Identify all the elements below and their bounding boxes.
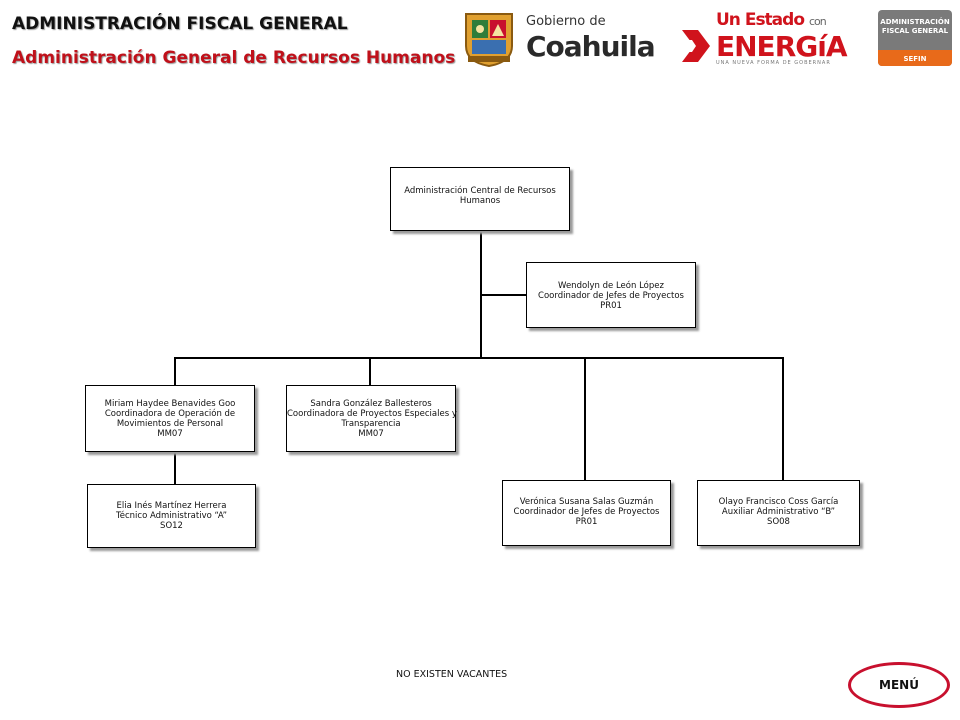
org-node-veronica: Verónica Susana Salas Guzmán Coordinador… (502, 480, 671, 546)
sefin-line3: SEFIN (903, 55, 927, 63)
org-node-text: Auxiliar Administrativo “B” (721, 507, 836, 517)
org-node-text: MM07 (157, 429, 183, 439)
connector-to-sandra (369, 357, 371, 385)
org-node-miriam: Miriam Haydee Benavides Goo Coordinadora… (85, 385, 255, 452)
coahuila-seal-logo (465, 13, 513, 68)
org-node-text: Coordinador de Jefes de Proyectos (538, 291, 684, 301)
connector-miriam-to-elia (174, 452, 176, 484)
gobierno-coahuila-logo: Gobierno de Coahuila (526, 14, 656, 68)
sefin-line1: ADMINISTRACIÓN (880, 18, 950, 26)
energia-logo-line1b: con (808, 15, 827, 28)
sefin-logo: ADMINISTRACIÓN FISCAL GENERAL SEFIN (878, 10, 952, 66)
connector-to-miriam (174, 357, 176, 385)
gobierno-logo-line1: Gobierno de (526, 14, 606, 29)
org-node-text: Coordinadora de Operación de (104, 409, 236, 419)
org-node-text: Olayo Francisco Coss García (718, 497, 839, 507)
gobierno-logo-line2: Coahuila (526, 30, 656, 63)
org-node-text: Administración Central de Recursos (404, 186, 556, 196)
sefin-logo-text: ADMINISTRACIÓN FISCAL GENERAL (878, 18, 952, 36)
connector-to-veronica (584, 357, 586, 480)
org-node-wendolyn: Wendolyn de León López Coordinador de Je… (526, 262, 696, 328)
org-node-olayo: Olayo Francisco Coss García Auxiliar Adm… (697, 480, 860, 546)
sefin-logo-bar (878, 50, 952, 66)
energia-logo-line1: Un Estado con (716, 10, 827, 30)
page-subtitle: Administración General de Recursos Human… (12, 48, 456, 68)
energia-arrow-icon (682, 30, 710, 62)
org-node-text: PR01 (575, 517, 598, 527)
org-node-text: Coordinador de Jefes de Proyectos (513, 507, 660, 517)
org-node-text: MM07 (358, 429, 384, 439)
org-node-text: Técnico Administrativo “A” (116, 511, 227, 521)
org-node-text: SO12 (160, 521, 183, 531)
energia-logo-line1a: Un Estado (716, 10, 805, 30)
org-node-text: Movimientos de Personal (116, 419, 224, 429)
org-node-text: Verónica Susana Salas Guzmán (519, 497, 654, 507)
sefin-line2: FISCAL GENERAL (881, 27, 949, 35)
org-node-text: Wendolyn de León López (558, 281, 664, 291)
vacancies-note: NO EXISTEN VACANTES (396, 669, 508, 680)
org-node-text: Sandra González Ballesteros (310, 399, 432, 409)
org-node-sandra: Sandra González Ballesteros Coordinadora… (286, 385, 457, 452)
energia-logo-tagline: UNA NUEVA FORMA DE GOBERNAR (716, 60, 831, 66)
energia-logo-line2: ENERGíA (716, 30, 847, 63)
connector-horizontal-bar (174, 357, 784, 359)
page-title: ADMINISTRACIÓN FISCAL GENERAL (12, 14, 348, 34)
org-node-text: Elia Inés Martínez Herrera (116, 501, 227, 511)
org-node-text: PR01 (600, 301, 622, 311)
org-node-elia: Elia Inés Martínez Herrera Técnico Admin… (87, 484, 256, 548)
org-node-text: Humanos (459, 196, 501, 206)
un-estado-con-energia-logo: Un Estado con ENERGíA UNA NUEVA FORMA DE… (680, 10, 860, 70)
connector-to-olayo (782, 357, 784, 480)
org-node-text: Transparencia (341, 419, 401, 429)
org-node-root: Administración Central de Recursos Human… (390, 167, 570, 231)
org-node-text: Coordinadora de Proyectos Especiales y (287, 409, 457, 419)
menu-button[interactable]: MENÚ (848, 662, 950, 708)
org-node-text: Miriam Haydee Benavides Goo (104, 399, 236, 409)
connector-advisor-branch (481, 294, 526, 296)
org-node-text: SO08 (767, 517, 790, 527)
